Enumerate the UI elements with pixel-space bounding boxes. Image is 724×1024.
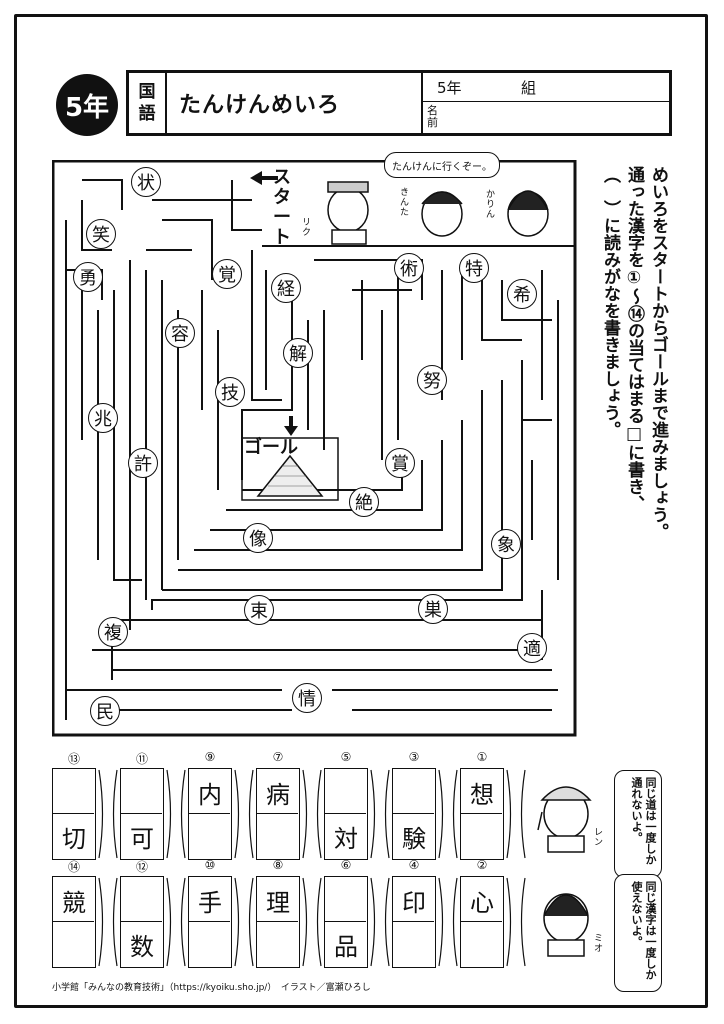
answer-top: 理 — [266, 888, 290, 917]
maze-kanji[interactable]: 兆 — [88, 403, 118, 433]
answer-top: 病 — [266, 780, 290, 809]
maze-kanji[interactable]: 術 — [394, 253, 424, 283]
answer-bottom — [52, 924, 96, 964]
answer-number: ⑬ — [67, 752, 80, 766]
instruction-line-1: めいろをスタートからゴールまで進みましょう。 — [648, 166, 668, 540]
answer-number: ④ — [408, 858, 420, 872]
maze-kanji[interactable]: 適 — [517, 633, 547, 663]
answer-top: 手 — [198, 888, 222, 917]
maze-kanji[interactable]: 容 — [165, 318, 195, 348]
name-field-label[interactable]: 名 前 — [427, 105, 439, 129]
maze-kanji[interactable]: 複 — [98, 617, 128, 647]
explorer-kinta-icon — [421, 191, 463, 237]
maze-kanji[interactable]: 像 — [243, 523, 273, 553]
answer-number: ⑦ — [272, 750, 284, 764]
grade-field[interactable]: 5年 — [437, 79, 462, 97]
answer-number: ⑤ — [340, 750, 352, 764]
char-name-karin: かりん — [486, 190, 496, 220]
footer-credit: 小学館「みんなの教育技術」（https://kyoiku.sho.jp/） イラ… — [52, 983, 371, 993]
maze-kanji[interactable]: 絶 — [349, 487, 379, 517]
name-char-2: 前 — [427, 116, 438, 129]
reading-parentheses — [98, 769, 526, 967]
maze-kanji[interactable]: 特 — [459, 253, 489, 283]
answer-top: 印 — [402, 888, 426, 917]
speech-bubble: たんけんに行くぞー。 — [384, 152, 500, 178]
mio-character-icon — [543, 893, 589, 957]
instructions: めいろをスタートからゴールまで進みましょう。 通った漢字を①～⑭の当てはまる□に… — [598, 166, 670, 566]
maze-kanji[interactable]: 束 — [244, 595, 274, 625]
maze-kanji[interactable]: 状 — [131, 167, 161, 197]
answer-bottom: 品 — [334, 932, 358, 961]
answer-number: ① — [476, 750, 488, 764]
class-field[interactable]: 組 — [521, 79, 537, 97]
instruction-line-3: （ ）に読みがなを書きましょう。 — [600, 166, 620, 438]
answer-number: ⑫ — [135, 860, 148, 874]
maze-kanji[interactable]: 希 — [507, 279, 537, 309]
answer-bottom: 験 — [402, 824, 426, 853]
name-char-1: 名 — [427, 104, 438, 117]
answer-top: 競 — [62, 888, 86, 917]
answer-number: ⑪ — [135, 752, 148, 766]
mio-speech-bubble: 同じ漢字は一度しか使えないよ。 — [614, 874, 662, 992]
maze-kanji[interactable]: 賞 — [385, 448, 415, 478]
maze-kanji[interactable]: 努 — [417, 365, 447, 395]
answer-number: ⑭ — [67, 860, 80, 874]
goal-label: ゴール — [244, 437, 298, 458]
maze-kanji[interactable]: 笑 — [86, 219, 116, 249]
maze-kanji[interactable]: 情 — [292, 683, 322, 713]
header-box: 国 語 たんけんめいろ 5年 組 名 前 — [126, 70, 672, 136]
answer-number: ② — [476, 858, 488, 872]
answer-top: 内 — [198, 780, 222, 809]
start-arrow-icon — [250, 171, 278, 185]
goal-pyramid-icon — [256, 454, 324, 497]
answer-top — [52, 772, 96, 812]
maze-kanji[interactable]: 象 — [491, 529, 521, 559]
subject-cell: 国 語 — [129, 73, 167, 133]
maze-kanji[interactable]: 許 — [128, 448, 158, 478]
maze — [52, 160, 577, 737]
maze-kanji[interactable]: 勇 — [73, 262, 103, 292]
answer-bottom: 切 — [62, 824, 86, 853]
answer-bottom: 数 — [130, 932, 154, 961]
ren-character-icon — [537, 786, 592, 853]
helper-characters — [537, 786, 592, 957]
ren-speech-bubble: 同じ道は一度しか通れないよ。 — [614, 770, 662, 878]
maze-kanji[interactable]: 覚 — [212, 259, 242, 289]
explorer-riku-icon — [327, 181, 369, 245]
answer-top: 想 — [470, 780, 494, 809]
goal-arrow-icon — [284, 416, 298, 436]
char-name-mio: ミオ — [594, 934, 604, 954]
maze-kanji[interactable]: 経 — [271, 273, 301, 303]
name-area: 5年 組 名 前 — [421, 73, 671, 133]
char-name-riku: リク — [302, 218, 312, 238]
answer-number: ⑩ — [204, 858, 216, 872]
maze-kanji[interactable]: 巣 — [418, 594, 448, 624]
answer-number: ⑧ — [272, 858, 284, 872]
maze-kanji[interactable]: 民 — [90, 696, 120, 726]
subject-char-1: 国 — [138, 82, 156, 102]
grade-badge: 5年 — [56, 74, 118, 136]
answer-number: ⑥ — [340, 858, 352, 872]
instruction-line-2: 通った漢字を①～⑭の当てはまる□に書き、 — [624, 166, 644, 512]
explorer-karin-icon — [507, 190, 549, 237]
start-label: スタート — [273, 167, 291, 248]
char-name-kinta: きんた — [400, 188, 410, 218]
page-frame — [14, 14, 708, 1008]
maze-kanji[interactable]: 技 — [215, 377, 245, 407]
grade-class-row: 5年 組 — [423, 73, 671, 102]
answer-bottom: 可 — [130, 824, 154, 853]
subject-char-2: 語 — [138, 104, 156, 124]
char-name-ren: レン — [594, 828, 604, 848]
answer-number: ③ — [408, 750, 420, 764]
answer-bottom: 対 — [334, 824, 358, 853]
worksheet-title: たんけんめいろ — [179, 93, 341, 118]
maze-kanji[interactable]: 解 — [283, 338, 313, 368]
answer-number: ⑨ — [204, 750, 216, 764]
answer-top: 心 — [470, 888, 494, 917]
